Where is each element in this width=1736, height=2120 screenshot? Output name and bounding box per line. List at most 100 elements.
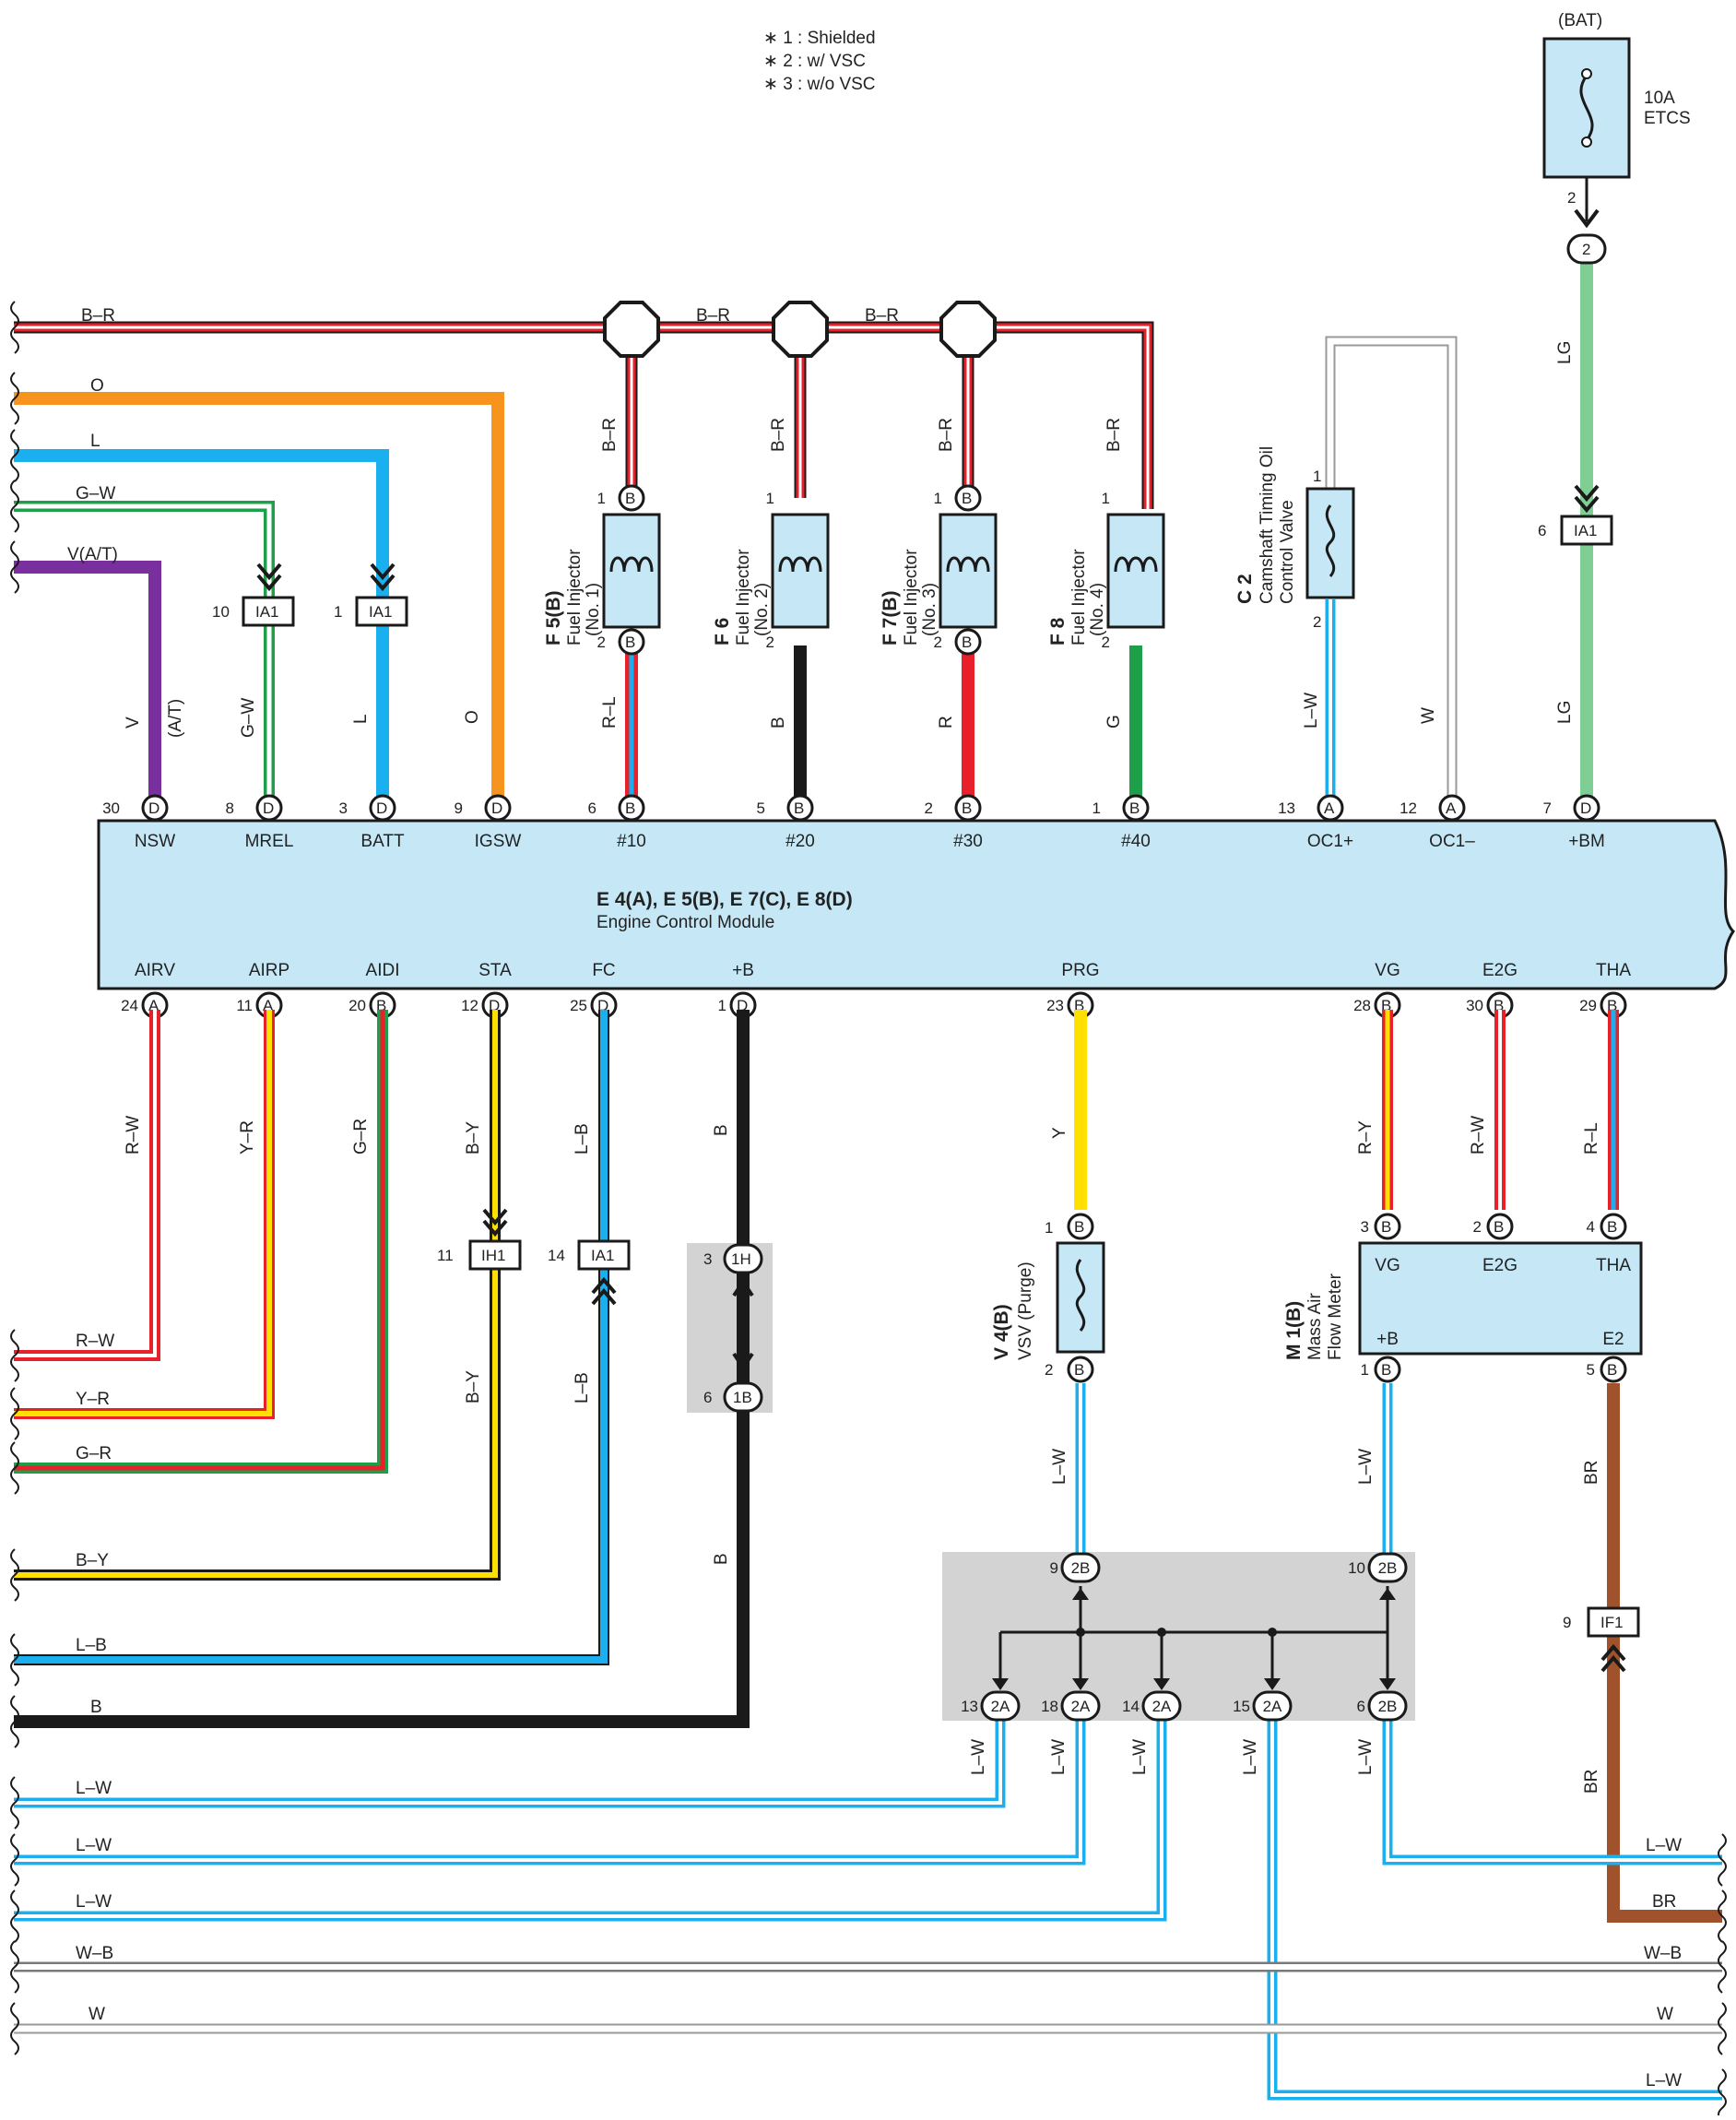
- terminal-number: 12: [1399, 799, 1417, 817]
- terminal-number: 28: [1353, 997, 1371, 1014]
- wire-label-o: O: [463, 710, 482, 724]
- svg-text:1B: 1B: [733, 1389, 752, 1406]
- wire-label: L–W: [1130, 1739, 1150, 1775]
- wire-label-yr-left: Y–R: [76, 1390, 110, 1409]
- ecm-terminal-10: B6#10: [588, 794, 646, 851]
- wire-label-by2: B–Y: [464, 1370, 483, 1403]
- wire-label-br-mid1: B–R: [696, 306, 730, 326]
- note-shielded: ∗ 1 : Shielded: [763, 29, 876, 48]
- ecm-code: E 4(A), E 5(B), E 7(C), E 8(D): [596, 889, 853, 910]
- maf-name1: Mass Air: [1305, 1292, 1325, 1360]
- terminal-number: 23: [1046, 997, 1064, 1014]
- ecm-terminal-40: B1#40: [1092, 794, 1151, 851]
- maf-body: [1358, 1241, 1643, 1356]
- injector-pin1: 1: [597, 490, 606, 507]
- terminal-letter: B: [1607, 1218, 1617, 1236]
- ecm-terminal-30: B2#30: [925, 794, 983, 851]
- terminal-number: 8: [226, 799, 234, 817]
- terminal-name: IGSW: [475, 832, 522, 851]
- connector-if1: IF1 9: [1563, 1606, 1640, 1673]
- wire-lw-junction: [14, 1383, 1722, 2101]
- terminal-letter: B: [1494, 1218, 1504, 1236]
- injector-pin1: 1: [934, 490, 942, 507]
- svg-text:B: B: [1074, 1218, 1084, 1236]
- junction-block-2a2b: [942, 1552, 1415, 1721]
- terminal-letter: B: [625, 634, 635, 651]
- injector-code: F 7(B): [880, 591, 901, 646]
- coil-icon: [1114, 556, 1158, 573]
- terminal-name: OC1–: [1429, 832, 1475, 851]
- terminal-number: 25: [570, 997, 587, 1014]
- terminal-letter: B: [962, 490, 972, 507]
- connector-ih1: IH1 11: [437, 1208, 522, 1271]
- injector-pin1: 1: [766, 490, 774, 507]
- wire-label-lb-left: L–B: [76, 1636, 107, 1655]
- wire-label-rl: R–L: [1582, 1122, 1601, 1155]
- wire-yr: [14, 1010, 275, 1419]
- coil-icon: [778, 556, 822, 573]
- svg-text:6: 6: [703, 1389, 712, 1406]
- ocv-code: C 2: [1234, 574, 1256, 604]
- note-no-vsc: ∗ 3 : w/o VSC: [763, 75, 876, 94]
- junction-block-1h1b: [687, 1243, 773, 1413]
- svg-text:+B: +B: [1376, 1330, 1399, 1349]
- terminal-letter: D: [1580, 799, 1591, 817]
- svg-text:2B: 2B: [1378, 1698, 1398, 1715]
- injector-body: [602, 513, 661, 629]
- wire-o: [14, 392, 504, 802]
- injector-number: (No. 2): [752, 583, 772, 636]
- svg-text:THA: THA: [1596, 1256, 1631, 1275]
- wire-label-lw-left2: L–W: [76, 1836, 112, 1855]
- svg-text:IH1: IH1: [481, 1247, 505, 1264]
- coil-icon: [609, 556, 654, 573]
- wire-label: L–W: [1049, 1739, 1069, 1775]
- vsv-code: V 4(B): [991, 1304, 1012, 1360]
- injector-code: F 8: [1047, 617, 1069, 645]
- ecm-body: [97, 819, 1735, 990]
- terminal-letter: B: [1129, 799, 1140, 817]
- wire-label-br-mid2: B–R: [865, 306, 899, 326]
- wire-lb: [14, 1010, 609, 1665]
- terminal-name: PRG: [1061, 961, 1099, 980]
- wire-label: G: [1104, 715, 1124, 728]
- svg-text:IA1: IA1: [1574, 522, 1598, 539]
- wire-gw: [14, 501, 275, 802]
- terminal-letter: A: [1324, 799, 1335, 817]
- fuse-source: (BAT): [1558, 11, 1602, 30]
- injector-pin2: 2: [1102, 634, 1110, 651]
- terminal-name: THA: [1596, 961, 1631, 980]
- wire-label-y: Y: [1050, 1127, 1069, 1139]
- svg-text:IA1: IA1: [369, 603, 393, 621]
- wire-label-lw-left3: L–W: [76, 1892, 112, 1912]
- terminal-letter: B: [1381, 1361, 1391, 1379]
- wire-label-lw-right1: L–W: [1646, 1836, 1682, 1855]
- wire-label-by-left: B–Y: [76, 1551, 109, 1570]
- fuse-icon: [1579, 75, 1594, 141]
- wire-label-rw-left: R–W: [76, 1332, 114, 1351]
- terminal-letter: B: [1607, 997, 1617, 1014]
- connector-ia1-lb: IA1 14: [548, 1239, 631, 1306]
- terminal-name: AIRP: [249, 961, 289, 980]
- svg-text:2B: 2B: [1378, 1559, 1398, 1577]
- terminal-letter: D: [491, 799, 502, 817]
- terminal-name: NSW: [135, 832, 175, 851]
- wire-label-lg2: LG: [1555, 701, 1575, 724]
- ocv-name2: Control Valve: [1278, 500, 1297, 604]
- wire-br-brown: [1607, 1383, 1722, 1923]
- svg-text:2A: 2A: [1152, 1698, 1172, 1715]
- terminal-name: FC: [592, 961, 615, 980]
- wire-label-at: (A/T): [166, 699, 185, 738]
- terminal-letter: B: [1381, 997, 1391, 1014]
- wire-label-gw: G–W: [239, 698, 258, 738]
- terminal-number: 29: [1579, 997, 1597, 1014]
- svg-text:4: 4: [1587, 1218, 1595, 1236]
- wire-label: L–W: [969, 1739, 988, 1775]
- injector-name: Fuel Injector: [734, 549, 753, 645]
